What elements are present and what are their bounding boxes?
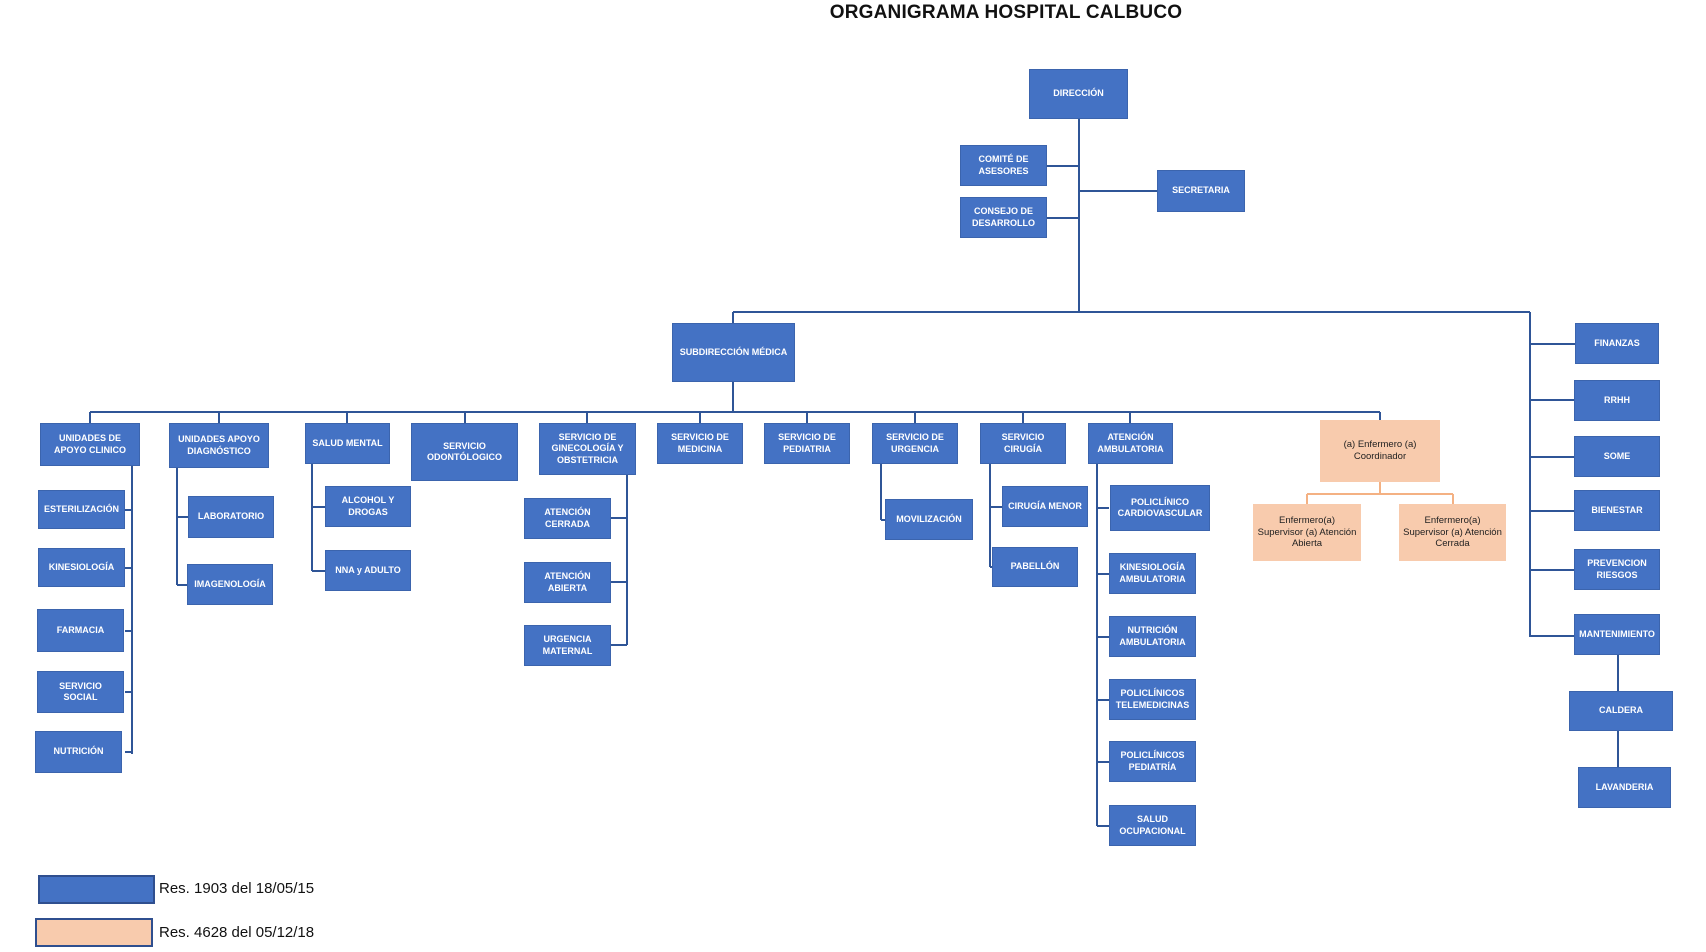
node-salud-mental: SALUD MENTAL [305,423,390,464]
node-farmacia: FARMACIA [37,609,124,652]
node-policlinico-cardio: POLICLÍNICO CARDIOVASCULAR [1110,485,1210,531]
chart-title: ORGANIGRAMA HOSPITAL CALBUCO [829,2,1183,23]
node-odonto: SERVICIO ODONTÓLOGICO [411,423,518,481]
node-enfermero-abierta: Enfermero(a) Supervisor (a) Atención Abi… [1253,504,1361,561]
node-rrhh: RRHH [1574,380,1660,421]
node-gineco: SERVICIO DE GINECOLOGÍA Y OBSTETRICIA [539,423,636,475]
node-pediatria: SERVICIO DE PEDIATRIA [764,423,850,464]
node-cirugia: SERVICIO CIRUGÍA [980,423,1066,464]
node-urgencia-maternal: URGENCIA MATERNAL [524,625,611,666]
node-servicio-social: SERVICIO SOCIAL [37,671,124,713]
node-atencion-abierta: ATENCIÓN ABIERTA [524,562,611,603]
node-nna: NNA y ADULTO [325,550,411,591]
node-comite: COMITÉ DE ASESORES [960,145,1047,186]
node-atencion-cerrada: ATENCIÓN CERRADA [524,498,611,539]
node-imagenologia: IMAGENOLOGÍA [187,564,273,605]
node-telemedicina: POLICLÍNICOS TELEMEDICINAS [1109,679,1196,720]
node-esterilizacion: ESTERILIZACIÓN [38,490,125,529]
node-enfermero-coord: (a) Enfermero (a) Coordinador [1320,420,1440,482]
node-alcohol: ALCOHOL Y DROGAS [325,486,411,527]
node-kinesiologia: KINESIOLOGÍA [38,548,125,587]
node-salud-ocupacional: SALUD OCUPACIONAL [1109,805,1196,846]
legend-swatch-blue [38,875,155,904]
node-prevencion: PREVENCION RIESGOS [1574,549,1660,590]
node-kine-ambulatoria: KINESIOLOGÍA AMBULATORIA [1109,553,1196,594]
node-secretaria: SECRETARIA [1157,170,1245,212]
legend-swatch-peach [35,918,153,947]
node-direccion: DIRECCIÓN [1029,69,1128,119]
node-consejo: CONSEJO DE DESARROLLO [960,197,1047,238]
node-subdireccion: SUBDIRECCIÓN MÉDICA [672,323,795,382]
node-nutricion: NUTRICIÓN [35,731,122,773]
legend-label-blue: Res. 1903 del 18/05/15 [159,880,315,897]
node-uad: UNIDADES APOYO DIAGNÓSTICO [169,423,269,468]
legend-label-peach: Res. 4628 del 05/12/18 [159,924,315,941]
node-bienestar: BIENESTAR [1574,490,1660,531]
node-ambulatoria: ATENCIÓN AMBULATORIA [1088,423,1173,464]
node-some: SOME [1574,436,1660,477]
node-mantenimiento: MANTENIMIENTO [1574,614,1660,655]
node-uac: UNIDADES DE APOYO CLINICO [40,423,140,466]
node-enfermero-cerrada: Enfermero(a) Supervisor (a) Atención Cer… [1399,504,1506,561]
node-poli-pediatria: POLICLÍNICOS PEDIATRÍA [1109,741,1196,782]
node-laboratorio: LABORATORIO [188,496,274,538]
node-medicina: SERVICIO DE MEDICINA [657,423,743,464]
node-pabellon: PABELLÓN [992,547,1078,587]
node-urgencia: SERVICIO DE URGENCIA [872,423,958,464]
node-finanzas: FINANZAS [1575,323,1659,364]
node-nutricion-ambulatoria: NUTRICIÓN AMBULATORIA [1109,616,1196,657]
node-lavanderia: LAVANDERIA [1578,767,1671,808]
node-caldera: CALDERA [1569,691,1673,731]
node-movilizacion: MOVILIZACIÓN [885,499,973,540]
node-cirugia-menor: CIRUGÍA MENOR [1002,486,1088,527]
